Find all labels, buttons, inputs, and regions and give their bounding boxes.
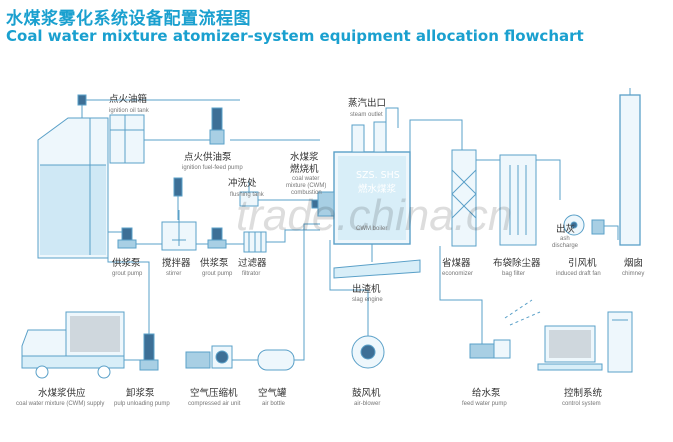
label-air-compressor-en: compressed air unit xyxy=(188,401,241,407)
title-chinese: 水煤浆雾化系统设备配置流程图 xyxy=(6,9,251,29)
air-bottle xyxy=(257,349,295,371)
label-cwm-combustion-en1: coal water xyxy=(292,176,319,182)
grout-pump-1 xyxy=(117,227,137,249)
label-control-system: 控制系统 xyxy=(564,387,603,399)
ignition-oil-tank xyxy=(109,114,145,164)
chimney xyxy=(619,88,641,246)
label-cwm-supply-en: coal water mixture (CWM) supply xyxy=(16,401,104,407)
label-steam-outlet: 蒸汽出口 xyxy=(348,97,386,109)
label-grout-pump-1-en: grout pump xyxy=(112,271,143,277)
label-air-bottle: 空气罐 xyxy=(258,387,287,399)
cwm-storage-tank xyxy=(37,94,109,259)
label-bag-filter: 布袋除尘器 xyxy=(493,257,541,269)
stirrer-tank xyxy=(161,210,197,251)
grout-pump-2 xyxy=(207,227,227,249)
pulp-unloading-pump xyxy=(139,333,159,371)
label-ignition-oil-tank-en: ignition oil tank xyxy=(109,108,150,114)
air-blower xyxy=(351,335,385,369)
label-grout-pump-2: 供浆泵 xyxy=(200,257,229,269)
label-slag-engine-en: slag engine xyxy=(352,297,383,303)
label-steam-outlet-en: steam outlet xyxy=(350,112,383,118)
label-boiler-3: CWM boiler xyxy=(356,226,387,232)
label-control-system-en: control system xyxy=(562,401,601,407)
label-grout-pump-1: 供浆泵 xyxy=(112,257,141,269)
compressed-air-unit xyxy=(185,345,233,369)
control-signal xyxy=(504,299,541,326)
slag-engine xyxy=(333,259,421,279)
label-cwm-combustion-en2: mixture (CWM) xyxy=(286,183,326,189)
economizer xyxy=(451,149,477,247)
pump-vertical-1 xyxy=(173,177,183,220)
label-economizer-en: economizer xyxy=(442,271,473,277)
label-chimney: 烟囱 xyxy=(624,257,643,269)
label-ignition-fuel-pump-en: ignition fuel-feed pump xyxy=(182,165,243,171)
label-flushing-tank-en: flushing tank xyxy=(230,192,265,198)
label-induced-fan: 引风机 xyxy=(568,257,597,269)
label-stirrer: 搅拌器 xyxy=(162,257,191,269)
label-flushing-tank: 冲洗处 xyxy=(228,177,257,189)
label-unloading-pump-en: pulp unloading pump xyxy=(114,401,170,407)
label-air-bottle-en: air bottle xyxy=(262,401,286,407)
label-ash-discharge-en2: discharge xyxy=(552,243,579,249)
label-feed-water-pump: 给水泵 xyxy=(472,387,501,399)
label-boiler-2: 燃水煤浆 xyxy=(358,183,397,195)
label-cwm-combustion-en3: combustion xyxy=(291,190,322,196)
label-economizer: 省煤器 xyxy=(442,257,471,269)
label-bag-filter-en: bag filter xyxy=(502,271,525,277)
label-boiler-1: SZS. SHS xyxy=(356,170,400,181)
label-unloading-pump: 卸浆泵 xyxy=(126,387,155,399)
label-grout-pump-2-en: grout pump xyxy=(202,271,233,277)
label-filtrator: 过滤器 xyxy=(238,257,267,269)
label-cwm-supply: 水煤浆供应 xyxy=(38,387,86,399)
label-slag-engine: 出渣机 xyxy=(352,283,381,295)
label-chimney-en: chimney xyxy=(622,271,644,277)
bag-filter xyxy=(499,154,537,246)
label-feed-water-pump-en: feed water pump xyxy=(462,401,507,407)
induced-draft-fan xyxy=(563,214,605,236)
label-cwm-combustion-1: 水煤浆 xyxy=(290,151,319,163)
label-ash-discharge: 出灰 xyxy=(556,223,575,235)
label-cwm-combustion-2: 燃烧机 xyxy=(290,163,319,175)
cwm-supply-truck xyxy=(21,311,125,379)
label-ignition-fuel-pump: 点火供油泵 xyxy=(184,151,232,163)
label-ignition-oil-tank: 点火油箱 xyxy=(109,93,147,105)
title-english: Coal water mixture atomizer-system equip… xyxy=(6,27,584,45)
ignition-fuel-pump xyxy=(209,107,225,145)
label-air-compressor: 空气压缩机 xyxy=(190,387,238,399)
control-system xyxy=(537,311,633,373)
label-stirrer-en: stirrer xyxy=(166,271,181,277)
label-filtrator-en: filtrator xyxy=(242,271,260,277)
cwm-burner xyxy=(311,191,335,217)
label-air-blower-en: air-blower xyxy=(354,401,380,407)
label-ash-discharge-en1: ash xyxy=(560,236,570,242)
feed-water-pump xyxy=(469,339,511,359)
cwm-boiler xyxy=(333,121,411,245)
label-air-blower: 鼓风机 xyxy=(352,387,381,399)
flushing-tank xyxy=(239,180,259,207)
watermark: trade.china.cn xyxy=(236,191,512,240)
label-induced-fan-en: induced draft fan xyxy=(556,271,601,277)
